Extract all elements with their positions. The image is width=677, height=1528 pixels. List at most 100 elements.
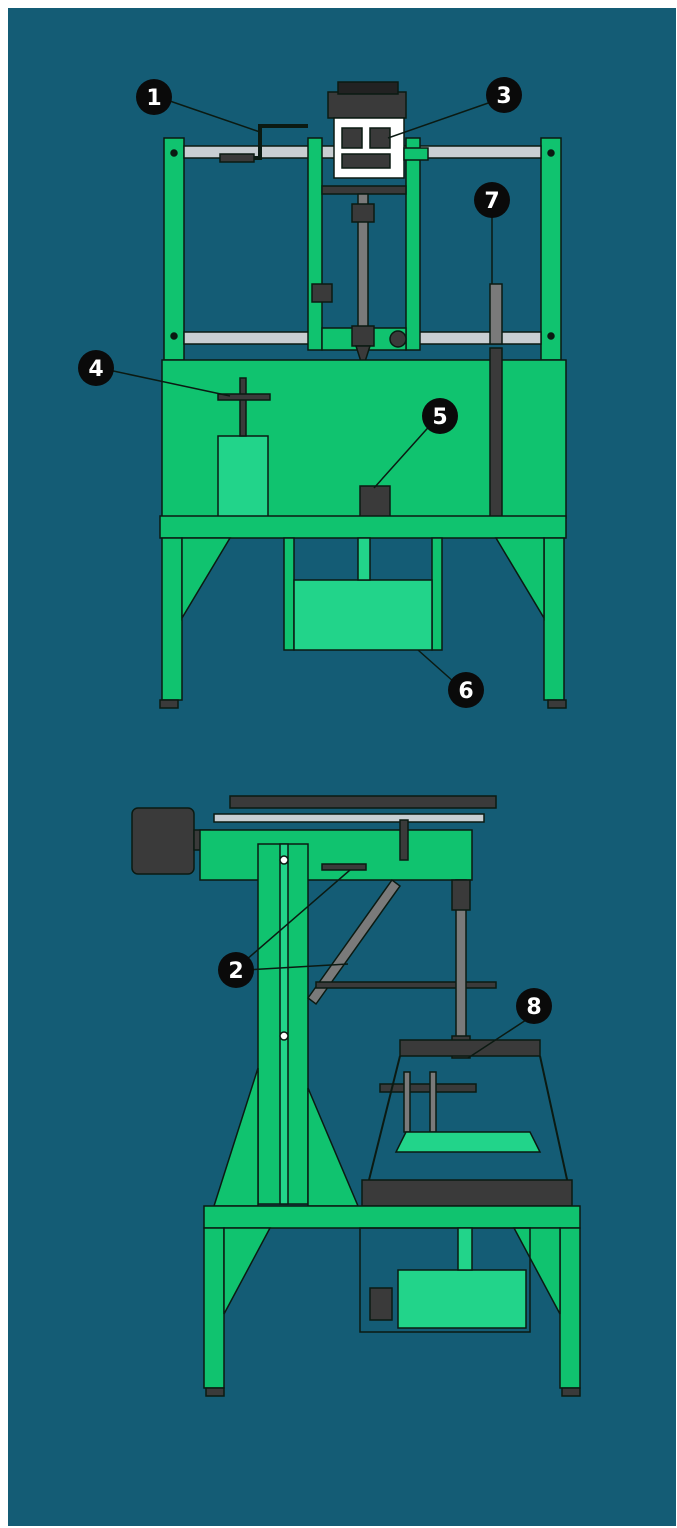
motor-bracket — [403, 147, 429, 161]
leader-3 — [387, 100, 495, 139]
callout-6: 6 — [448, 672, 484, 708]
leader-2b — [245, 963, 349, 971]
side-left-leg — [203, 1227, 225, 1389]
callout-1-number: 1 — [146, 86, 161, 111]
column-bolt — [279, 855, 289, 865]
lower-knob — [389, 330, 407, 348]
side-coolant-tank — [397, 1269, 527, 1329]
leader-2a — [245, 869, 351, 961]
leader-lines — [103, 98, 527, 1059]
callout-6-number: 6 — [458, 679, 473, 704]
callout-3-marker — [486, 77, 522, 113]
callout-2-marker — [218, 952, 254, 988]
callout-2-number: 2 — [228, 959, 243, 984]
side-right-gusset — [512, 1227, 561, 1315]
clamp-screw — [239, 377, 247, 437]
front-view — [159, 81, 567, 709]
cradle-legs — [367, 1055, 569, 1185]
bolt — [170, 149, 178, 157]
callout-4-marker — [78, 350, 114, 386]
side-view — [131, 795, 581, 1397]
diagonal-brace — [306, 878, 402, 1006]
side-motor — [131, 807, 195, 875]
callout-7-marker — [474, 182, 510, 218]
leader-1 — [163, 98, 261, 133]
clamp-rod — [403, 1071, 411, 1133]
callout-1-marker — [136, 79, 172, 115]
side-handle — [311, 283, 333, 303]
callout-2: 2 — [218, 952, 254, 988]
motor-detail — [341, 153, 391, 169]
machine-drawing: 1 2 3 4 5 6 7 8 — [8, 8, 676, 1526]
slot-bolt — [321, 863, 367, 871]
callout-5: 5 — [422, 398, 458, 434]
coolant-tray — [293, 579, 433, 651]
foot — [205, 1387, 225, 1397]
base-plate — [361, 1179, 573, 1207]
callout-8: 8 — [516, 988, 552, 1024]
top-arm — [229, 795, 497, 809]
diagram-canvas: 1 2 3 4 5 6 7 8 — [8, 8, 676, 1526]
front-left-leg — [161, 537, 183, 701]
clamp-block — [217, 435, 269, 519]
left-gusset — [181, 537, 232, 621]
callout-5-number: 5 — [432, 405, 447, 430]
callout-6-marker — [448, 672, 484, 708]
crank-grip — [219, 153, 255, 163]
head-box — [199, 829, 473, 881]
spindle-head — [451, 879, 471, 911]
drill-bit — [354, 345, 372, 371]
tank-pipe — [457, 1227, 473, 1271]
tray-right-post — [431, 537, 443, 651]
front-right-leg — [543, 537, 565, 701]
side-table-top — [203, 1205, 581, 1229]
callout-5-marker — [422, 398, 458, 434]
clamp-rod — [429, 1071, 437, 1133]
pump — [369, 1287, 393, 1321]
foot — [547, 699, 567, 709]
callout-3: 3 — [486, 77, 522, 113]
pivot-column — [489, 347, 503, 519]
clamp-screw-handle — [217, 393, 271, 401]
upper-bar — [213, 813, 485, 823]
bolt — [547, 332, 555, 340]
callout-8-marker — [516, 988, 552, 1024]
spindle-chuck — [351, 325, 375, 347]
tank-frame — [359, 1227, 531, 1333]
carriage-left-rail — [307, 137, 323, 351]
tray-left-post — [283, 537, 295, 651]
column-bolt — [279, 1031, 289, 1041]
callout-7-number: 7 — [484, 189, 499, 214]
lead-screw — [315, 981, 497, 989]
callout-4-number: 4 — [88, 357, 103, 382]
callout-8-number: 8 — [526, 995, 541, 1020]
switch-block — [359, 485, 391, 519]
side-right-leg — [559, 1227, 581, 1389]
leader-6 — [417, 649, 455, 683]
column-slot — [279, 843, 289, 1205]
side-left-gusset — [223, 1227, 272, 1315]
leader-4 — [103, 368, 231, 397]
work-cradle — [394, 1131, 542, 1153]
motor-detail — [341, 127, 363, 149]
callout-1: 1 — [136, 79, 172, 115]
tray-pipe — [357, 537, 371, 581]
callout-7: 7 — [474, 182, 510, 218]
work-platform — [399, 1039, 541, 1057]
motor-cap — [337, 81, 399, 95]
foot — [159, 699, 179, 709]
leader-5 — [373, 420, 435, 489]
foot — [561, 1387, 581, 1397]
carriage-right-rail — [405, 137, 421, 351]
pivot-rod-upper — [489, 283, 503, 345]
front-right-post — [540, 137, 562, 361]
motor-detail — [369, 127, 391, 149]
work-clamp-bar — [379, 1083, 477, 1093]
head-lever — [399, 819, 409, 861]
bolt — [547, 149, 555, 157]
front-left-post — [163, 137, 185, 361]
callout-3-number: 3 — [496, 84, 511, 109]
front-table-top — [159, 515, 567, 539]
leader-8 — [467, 1019, 527, 1059]
right-gusset — [494, 537, 545, 621]
